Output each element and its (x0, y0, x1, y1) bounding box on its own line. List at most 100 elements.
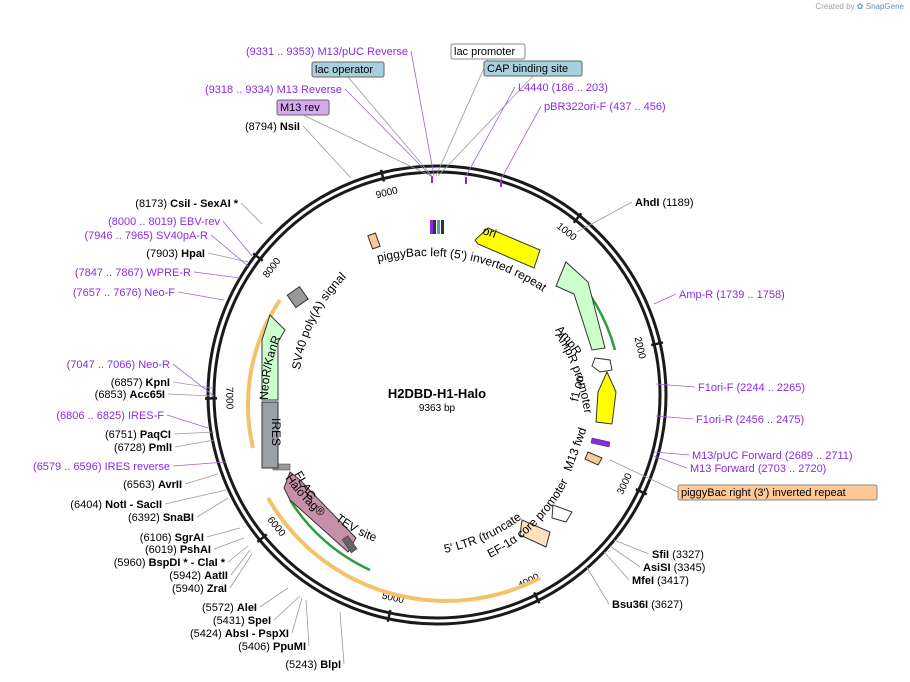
backbone (206, 164, 668, 626)
primer-labels: (9331 .. 9353) M13/pUC Reverse(9318 .. 9… (33, 46, 853, 475)
neor-feature[interactable] (261, 314, 286, 401)
callout-line (305, 599, 310, 647)
tev-feature (341, 535, 358, 554)
m13-rev-mark (431, 176, 433, 183)
restriction-site-label: (6404) NotI - SacII (70, 499, 162, 511)
ltr-small-feature (584, 451, 603, 466)
ampr-feature[interactable] (555, 261, 606, 351)
tick-mark (572, 212, 583, 224)
credit-text: Created by (815, 2, 855, 11)
primer-label: M13/pUC Forward (2689 .. 2711) (692, 450, 853, 462)
primer-label: L4440 (186 .. 203) (518, 82, 608, 94)
restriction-site-label: (6751) PaqCI (105, 429, 171, 441)
primer-callout-line (653, 451, 690, 456)
primer-callout-line (653, 455, 688, 469)
restriction-site-label: (5406) PpuMI (238, 641, 306, 653)
callout-line (302, 125, 352, 179)
lac-promoter-label: lac promoter (454, 46, 515, 58)
lac-region[interactable] (430, 220, 444, 234)
tick-label: 1000 (554, 221, 579, 244)
restriction-site-label: (6019) PshAI (145, 544, 211, 556)
primer-label: (7946 .. 7965) SV40pA-R (84, 230, 208, 242)
primer-callout-line (410, 50, 435, 177)
restriction-site-label: (5572) AleI (202, 602, 257, 614)
restriction-site-label: (6853) Acc65I (95, 389, 165, 401)
callout-line (576, 201, 633, 233)
primer-label: Amp-R (1739 .. 1758) (679, 289, 785, 301)
tick-mark (386, 609, 392, 622)
restriction-site-label: SfiI (3327) (652, 549, 704, 561)
restriction-site-label: (8173) CsiI - SexAI * (135, 198, 238, 210)
ori-feature[interactable] (474, 227, 541, 269)
tick-label: 9000 (375, 185, 400, 201)
primer-callout-line (655, 415, 694, 420)
ires-label: IRES (269, 418, 283, 446)
box-callout-line (437, 75, 534, 177)
snapgene-logo-icon: ✿ (856, 2, 864, 11)
box-callout-line (347, 76, 433, 177)
primer-callout-line (172, 461, 227, 467)
restriction-site-label: (8794) NsiI (245, 121, 300, 133)
primer-label: (7847 .. 7867) WPRE-R (75, 267, 191, 279)
restriction-site-label: (5243) BlpI (285, 659, 341, 671)
restriction-site-label: (5942) AatII (169, 570, 228, 582)
l4440-mark (465, 177, 467, 184)
tick-mark (533, 591, 541, 604)
m13-fwd-label: M13 fwd (561, 426, 590, 473)
callout-line (173, 431, 215, 435)
primer-label: (6579 .. 6596) IRES reverse (33, 461, 170, 473)
restriction-site-label: MfeI (3417) (632, 575, 689, 587)
tick-label: 6000 (265, 515, 288, 540)
primer-callout-line (655, 383, 696, 388)
restriction-site-label: (7903) HpaI (146, 248, 205, 260)
m13-fwd-feature (590, 437, 611, 448)
primer-callout-line (499, 105, 542, 182)
callout-line (585, 565, 610, 605)
pbac-right-label: piggyBac right (3') inverted repeat (681, 487, 846, 499)
lac-operator-label: lac operator (315, 64, 373, 76)
ampr-promoter-feature[interactable] (591, 357, 613, 373)
callout-line (240, 202, 263, 225)
primer-label: (7047 .. 7066) Neo-R (67, 359, 170, 371)
halotag-feature[interactable] (283, 471, 357, 553)
restriction-site-label: (6106) SgrAI (140, 532, 204, 544)
credit-brand: SnapGene (865, 2, 904, 11)
callout-lines (164, 50, 696, 665)
halo-cds-arc (288, 499, 371, 572)
primer-label: (8000 .. 8019) EBV-rev (108, 216, 220, 228)
boxed-labels: lac promoter lac operator CAP binding si… (276, 43, 878, 501)
site-labels: (8794) NsiI (8173) CsiI - SexAI * (7903) H… (70, 121, 705, 671)
box-callout-line (302, 114, 432, 177)
callout-line (339, 611, 345, 665)
f1-ori-label: f1 ori (567, 374, 586, 403)
pbr322-mark (500, 181, 502, 187)
callout-line (227, 545, 249, 563)
restriction-site-label: AhdI (1189) (635, 197, 693, 209)
callout-line (613, 539, 650, 555)
ires-feature[interactable] (261, 401, 279, 469)
callout-line (213, 537, 245, 550)
cap-site-label: CAP binding site (487, 63, 568, 75)
restriction-site-label: (5431) SpeI (213, 615, 271, 627)
callout-line (273, 595, 301, 621)
callout-line (184, 473, 219, 485)
tick-mark (635, 488, 648, 496)
5ltr-feature[interactable] (519, 519, 551, 548)
f1-ori-feature[interactable] (595, 370, 617, 425)
restriction-site-label: AsiSI (3345) (643, 562, 705, 574)
primer-callout-line (210, 234, 249, 267)
ef1a-promoter-feature[interactable] (551, 504, 573, 523)
primer-label: F1ori-R (2456 .. 2475) (696, 414, 804, 426)
m13-rev-label: M13 rev (280, 102, 320, 114)
tick-mark (256, 533, 268, 543)
restriction-site-label: (5424) AbsI - PspXI (190, 628, 289, 640)
callout-line (603, 551, 630, 581)
tick-label: 8000 (261, 256, 284, 281)
features (261, 176, 617, 554)
outer-feature-arcs (246, 265, 617, 603)
callout-line (230, 549, 251, 576)
restriction-site-label: (6563) AvrII (123, 479, 182, 491)
primer-label: (7657 .. 7676) Neo-F (73, 287, 175, 299)
primer-callout-line (177, 291, 225, 301)
